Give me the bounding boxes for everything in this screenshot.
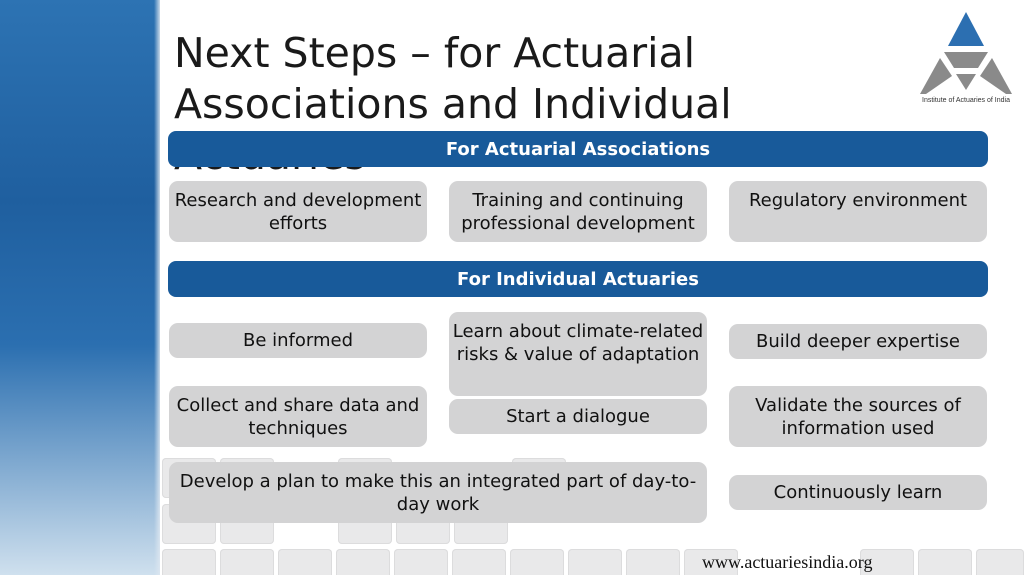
individual-item-collect-share: Collect and share data and techniques: [169, 386, 427, 447]
iai-triangle-logo-icon: [920, 12, 1012, 94]
logo-caption: Institute of Actuaries of India: [922, 97, 1010, 104]
individual-item-develop-plan: Develop a plan to make this an integrate…: [169, 462, 707, 523]
individual-item-build-expertise: Build deeper expertise: [729, 324, 987, 359]
individual-item-start-dialogue: Start a dialogue: [449, 399, 707, 434]
association-item-research: Research and development efforts: [169, 181, 427, 242]
association-item-regulatory: Regulatory environment: [729, 181, 987, 242]
associations-heading: For Actuarial Associations: [168, 131, 988, 167]
individual-item-continuously-learn: Continuously learn: [729, 475, 987, 510]
individual-item-be-informed: Be informed: [169, 323, 427, 358]
individual-item-learn-climate: Learn about climate-related risks & valu…: [449, 312, 707, 396]
individuals-heading: For Individual Actuaries: [168, 261, 988, 297]
left-decorative-band: [0, 0, 160, 575]
association-item-training: Training and continuing professional dev…: [449, 181, 707, 242]
footer-url[interactable]: www.actuariesindia.org: [702, 552, 873, 572]
individual-item-validate-sources: Validate the sources of information used: [729, 386, 987, 447]
